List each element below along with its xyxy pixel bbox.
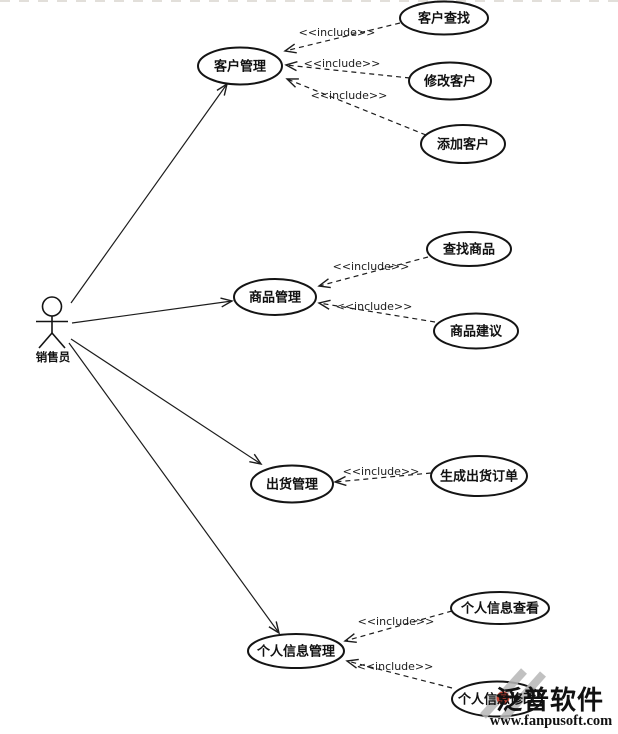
include-label-5: <<include>> bbox=[336, 300, 413, 313]
usecase-personal-view: 个人信息查看 bbox=[450, 591, 550, 625]
usecase-customer-add-label: 添加客户 bbox=[437, 137, 489, 153]
include-label-2: <<include>> bbox=[304, 57, 381, 70]
usecase-ship-mgmt-label: 出货管理 bbox=[266, 477, 318, 493]
include-label-3: <<include>> bbox=[311, 89, 388, 102]
usecase-product-mgmt-label: 商品管理 bbox=[249, 290, 301, 306]
usecase-product-search-label: 查找商品 bbox=[442, 242, 495, 258]
usecase-product-suggest: 商品建议 bbox=[433, 312, 519, 350]
actor-leg-left bbox=[38, 332, 53, 349]
actor-head bbox=[41, 296, 63, 317]
usecase-personal-mgmt: 个人信息管理 bbox=[247, 633, 345, 669]
usecase-personal-mgmt-label: 个人信息管理 bbox=[256, 644, 335, 660]
usecase-customer-modify-label: 修改客户 bbox=[423, 74, 476, 90]
include-label-7: <<include>> bbox=[358, 615, 435, 628]
actor-label: 销售员 bbox=[36, 350, 71, 364]
include-customer-modify-link bbox=[286, 65, 411, 79]
usecase-ship-order-label: 生成出货订单 bbox=[440, 469, 518, 485]
include-personal-view-link bbox=[345, 610, 453, 641]
usecase-customer-mgmt-label: 客户管理 bbox=[214, 59, 266, 75]
usecase-customer-mgmt: 客户管理 bbox=[197, 46, 283, 86]
usecase-product-mgmt: 商品管理 bbox=[233, 278, 317, 316]
watermark-logo-slash-2 bbox=[500, 671, 546, 722]
watermark-logo-red-dot bbox=[496, 691, 510, 705]
actor-leg-right bbox=[51, 332, 66, 349]
include-personal-modify-link bbox=[347, 661, 453, 689]
usecase-personal-modify-label: 个人信息修改 bbox=[457, 692, 537, 708]
usecase-customer-search: 客户查找 bbox=[399, 0, 489, 36]
association-actor-personal-mgmt bbox=[68, 342, 279, 633]
association-actor-customer-mgmt bbox=[70, 84, 227, 304]
usecase-personal-modify-label-layer: 个人信息修改 bbox=[457, 692, 537, 708]
association-links bbox=[68, 84, 279, 633]
include-label-4: <<include>> bbox=[333, 260, 410, 273]
include-customer-add-link bbox=[287, 79, 427, 136]
include-label-1: <<include>> bbox=[299, 26, 376, 39]
usecase-ship-order: 生成出货订单 bbox=[430, 455, 528, 497]
include-product-search-link bbox=[319, 256, 429, 286]
include-label-8: <<include>> bbox=[357, 660, 434, 673]
usecase-personal-view-label: 个人信息查看 bbox=[460, 601, 539, 617]
include-links: <<include>> <<include>> <<include>> <<in… bbox=[285, 22, 453, 689]
include-customer-search-link bbox=[285, 22, 401, 51]
usecase-product-search: 查找商品 bbox=[426, 231, 512, 267]
include-label-6: <<include>> bbox=[343, 465, 420, 478]
usecase-customer-modify: 修改客户 bbox=[408, 61, 492, 101]
watermark-url-text: www.fanpusoft.com bbox=[490, 713, 612, 729]
usecase-customer-search-label: 客户查找 bbox=[418, 11, 470, 27]
usecase-product-suggest-label: 商品建议 bbox=[450, 324, 503, 340]
usecase-ship-mgmt: 出货管理 bbox=[250, 464, 334, 504]
watermark-logo bbox=[480, 668, 546, 722]
association-actor-ship-mgmt bbox=[70, 338, 261, 464]
include-ship-order-link bbox=[335, 472, 432, 482]
usecase-customer-add: 添加客户 bbox=[420, 124, 506, 164]
association-actor-product-mgmt bbox=[71, 301, 232, 324]
actor-salesperson: 销售员 bbox=[36, 296, 71, 364]
watermark-brand-text: 泛普软件 bbox=[496, 685, 604, 716]
watermark: 泛普软件 www.fanpusoft.com bbox=[490, 685, 612, 729]
include-product-suggest-link bbox=[319, 303, 436, 323]
